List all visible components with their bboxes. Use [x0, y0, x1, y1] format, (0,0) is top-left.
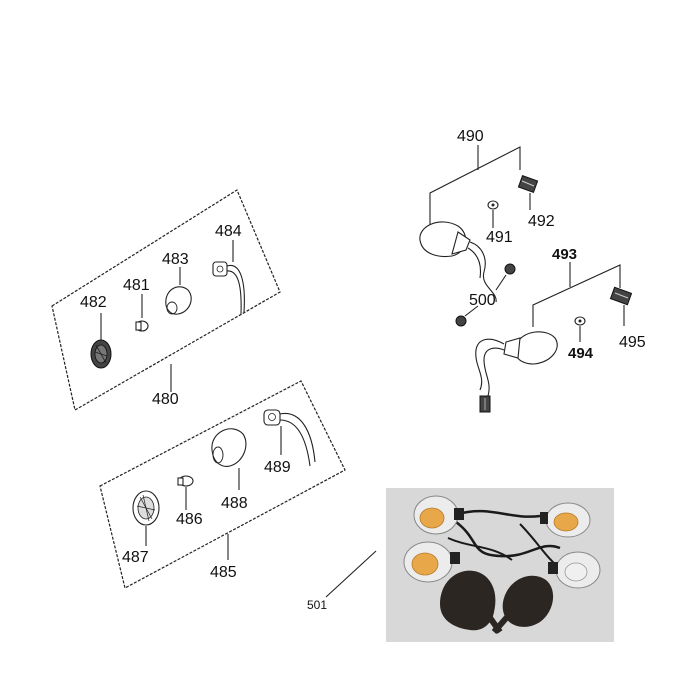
- part-481-bulb: [135, 320, 149, 332]
- part-489-socket: [263, 409, 316, 467]
- label-484: 484: [215, 223, 242, 240]
- part-482-lens-ring: [90, 339, 112, 369]
- part-488-housing: [211, 428, 247, 467]
- part-490-signal: [419, 221, 497, 303]
- photo-signal-bottom-right: [548, 551, 601, 589]
- part-500-grommet-b: [455, 315, 467, 327]
- part-493-signal: [475, 331, 558, 413]
- label-501: 501: [307, 598, 327, 612]
- part-495-clip: [609, 286, 633, 306]
- group-493-bracket: [532, 264, 621, 327]
- label-491: 491: [486, 229, 513, 246]
- label-495: 495: [619, 334, 646, 351]
- part-486-bulb: [177, 475, 194, 487]
- group-501: 501: [307, 488, 614, 642]
- group-490-bracket: [429, 146, 521, 238]
- label-486: 486: [176, 511, 203, 528]
- part-484-socket: [212, 261, 245, 315]
- label-489: 489: [264, 459, 291, 476]
- part-487-lens-ring: [132, 490, 160, 526]
- group-493: 493 494 495: [475, 246, 646, 413]
- label-493: 493: [552, 246, 577, 263]
- label-494: 494: [568, 345, 594, 362]
- label-481: 481: [123, 277, 150, 294]
- group-490: 490 491 492 500: [419, 128, 555, 327]
- label-500: 500: [469, 292, 496, 309]
- label-482: 482: [80, 294, 107, 311]
- label-492: 492: [528, 213, 555, 230]
- photo-signal-top-left: [413, 495, 464, 535]
- group-480: 482 481 483 484 480: [51, 189, 281, 411]
- label-483: 483: [162, 251, 189, 268]
- label-487: 487: [122, 549, 149, 566]
- photo-housing-right: [491, 575, 554, 634]
- part-492-clip: [517, 174, 539, 194]
- label-485: 485: [210, 564, 237, 581]
- group-485-frame: [99, 380, 346, 589]
- label-488: 488: [221, 495, 248, 512]
- product-photo: [386, 488, 614, 642]
- label-490: 490: [457, 128, 484, 145]
- group-485: 487 486 488 489 485: [99, 380, 346, 589]
- group-480-frame: [51, 189, 281, 411]
- photo-signal-bottom-left: [403, 541, 460, 583]
- part-500-grommet-a: [504, 263, 516, 275]
- photo-signal-top-right: [540, 502, 591, 538]
- part-483-housing: [165, 286, 192, 315]
- label-480: 480: [152, 391, 179, 408]
- part-494-bulb: [574, 316, 586, 326]
- part-491-bulb: [487, 200, 499, 210]
